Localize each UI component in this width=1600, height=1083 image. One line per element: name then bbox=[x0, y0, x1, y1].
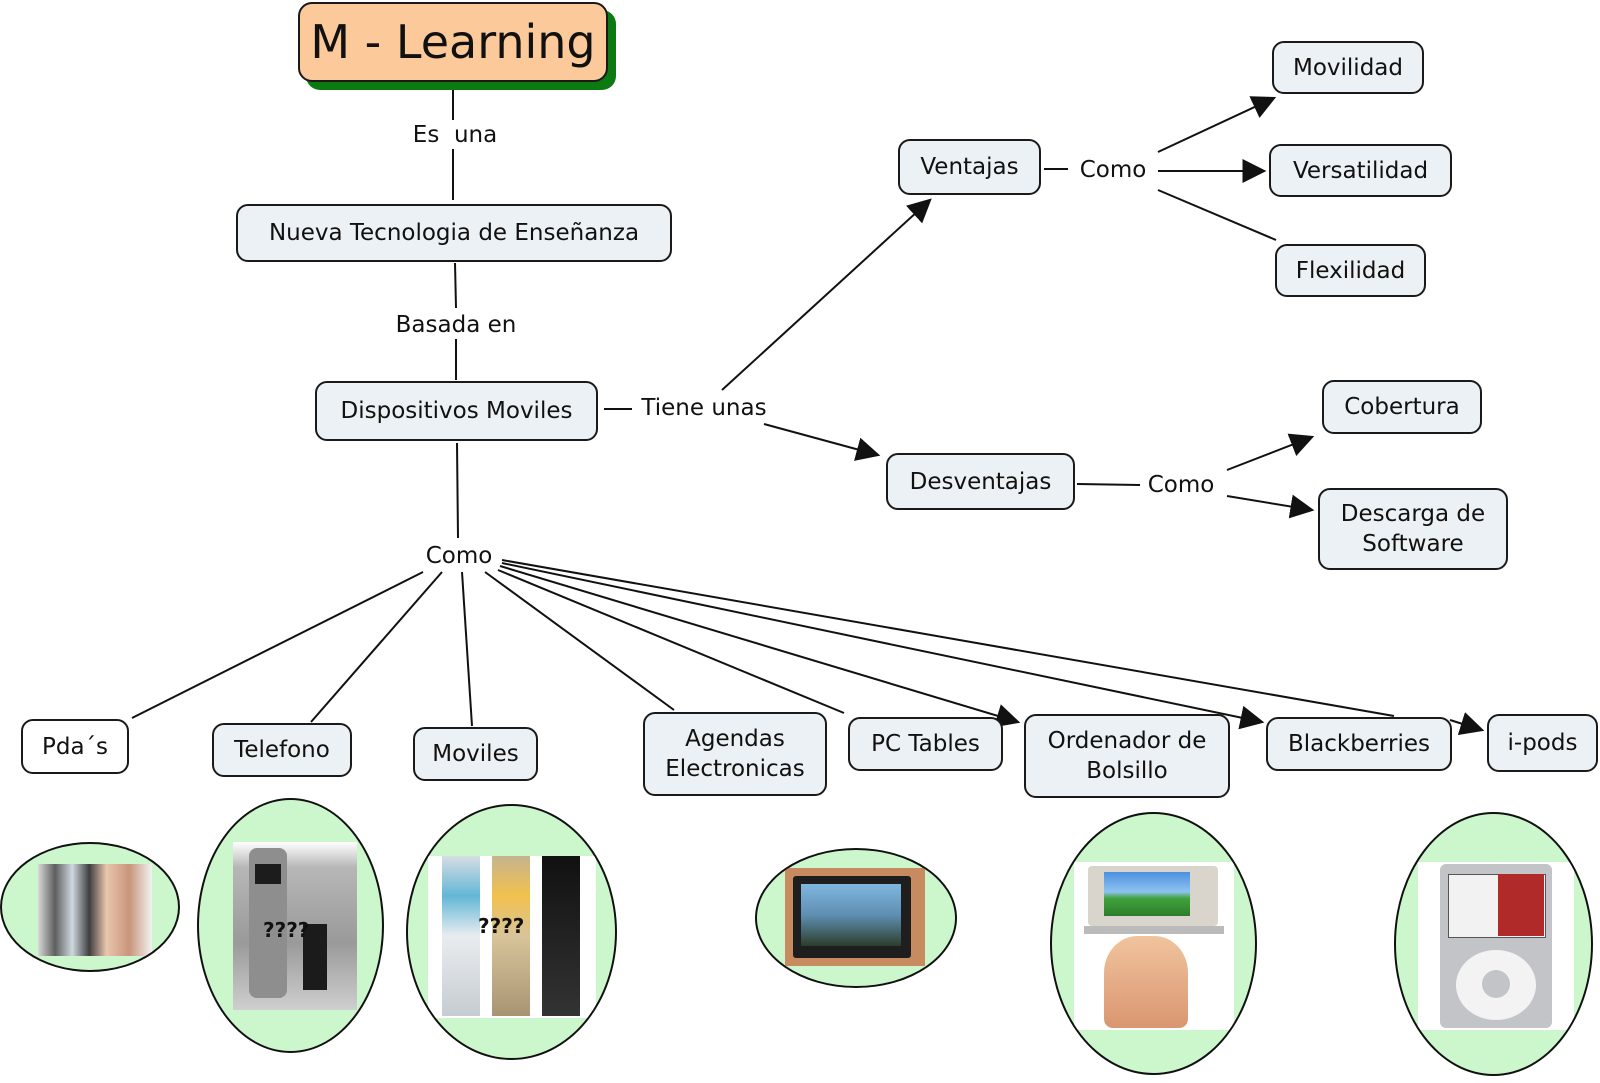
map-title: M - Learning bbox=[298, 2, 608, 82]
node-blackberries[interactable]: Blackberries bbox=[1266, 717, 1452, 771]
cordless-phone-photo bbox=[233, 842, 357, 1010]
link-como-desventajas: Como bbox=[1145, 471, 1217, 499]
edge-desventajas-como bbox=[1076, 483, 1141, 486]
image-telefono[interactable]: ???? bbox=[197, 798, 384, 1053]
edge-como-telefono bbox=[310, 571, 443, 723]
node-flexilidad[interactable]: Flexilidad bbox=[1275, 244, 1426, 297]
image-ipod[interactable] bbox=[1394, 812, 1593, 1076]
image-ordenador-bolsillo[interactable] bbox=[1050, 812, 1257, 1075]
edge-como-flexilidad bbox=[1157, 189, 1277, 241]
tablet-photo bbox=[785, 868, 925, 966]
link-basada-en: Basada en bbox=[393, 311, 519, 339]
node-agendas-electronicas[interactable]: Agendas Electronicas bbox=[643, 712, 827, 796]
image-pda[interactable] bbox=[0, 842, 180, 972]
ipod-photo bbox=[1418, 862, 1574, 1030]
edge-como-agendas bbox=[484, 571, 675, 711]
node-telefono[interactable]: Telefono bbox=[212, 723, 352, 777]
node-ordenador-bolsillo[interactable]: Ordenador de Bolsillo bbox=[1024, 714, 1230, 798]
moviles-overlay-text: ???? bbox=[478, 914, 525, 938]
edge-tiene-ventajas bbox=[721, 198, 932, 391]
edge-como-ordenador bbox=[499, 565, 1021, 728]
telefono-overlay-text: ???? bbox=[263, 918, 310, 942]
image-pc-tablet[interactable] bbox=[755, 848, 957, 988]
link-como-ventajas: Como bbox=[1077, 156, 1149, 184]
edge-dispositivos-como bbox=[456, 442, 459, 539]
link-como-dispositivos: Como bbox=[423, 542, 495, 570]
node-desventajas[interactable]: Desventajas bbox=[886, 453, 1075, 510]
edge-como-movilidad bbox=[1157, 96, 1277, 153]
edge-como-pctables bbox=[497, 569, 845, 714]
image-moviles[interactable]: ???? bbox=[406, 804, 617, 1060]
node-versatilidad[interactable]: Versatilidad bbox=[1269, 144, 1452, 197]
edge-blackberries-ipods bbox=[1449, 712, 1485, 736]
edge-nueva-basada bbox=[454, 262, 457, 309]
edge-como-moviles bbox=[461, 571, 473, 727]
flip-phones-photo bbox=[428, 856, 596, 1018]
node-pc-tables[interactable]: PC Tables bbox=[848, 717, 1003, 771]
edge-como-descarga bbox=[1226, 494, 1315, 519]
node-movilidad[interactable]: Movilidad bbox=[1272, 41, 1424, 94]
link-tiene-unas: Tiene unas bbox=[639, 394, 769, 422]
edge-como-blackberries bbox=[501, 562, 1265, 730]
node-ventajas[interactable]: Ventajas bbox=[898, 139, 1041, 195]
pda-photo bbox=[38, 864, 152, 956]
pocket-computer-photo bbox=[1074, 862, 1234, 1030]
node-moviles[interactable]: Moviles bbox=[413, 727, 538, 781]
node-nueva-tecnologia[interactable]: Nueva Tecnologia de Enseñanza bbox=[236, 204, 672, 262]
link-es-una: Es una bbox=[410, 121, 500, 149]
node-dispositivos-moviles[interactable]: Dispositivos Moviles bbox=[315, 381, 598, 441]
node-ipods[interactable]: i-pods bbox=[1487, 714, 1598, 772]
node-descarga-software[interactable]: Descarga de Software bbox=[1318, 488, 1508, 570]
edge-tiene-desventajas bbox=[763, 423, 881, 461]
node-pdas[interactable]: Pda´s bbox=[21, 719, 129, 774]
edge-como-ipods bbox=[501, 559, 1395, 717]
edge-como-pdas bbox=[131, 571, 424, 719]
edge-como-cobertura bbox=[1226, 433, 1315, 471]
node-cobertura[interactable]: Cobertura bbox=[1322, 380, 1482, 434]
